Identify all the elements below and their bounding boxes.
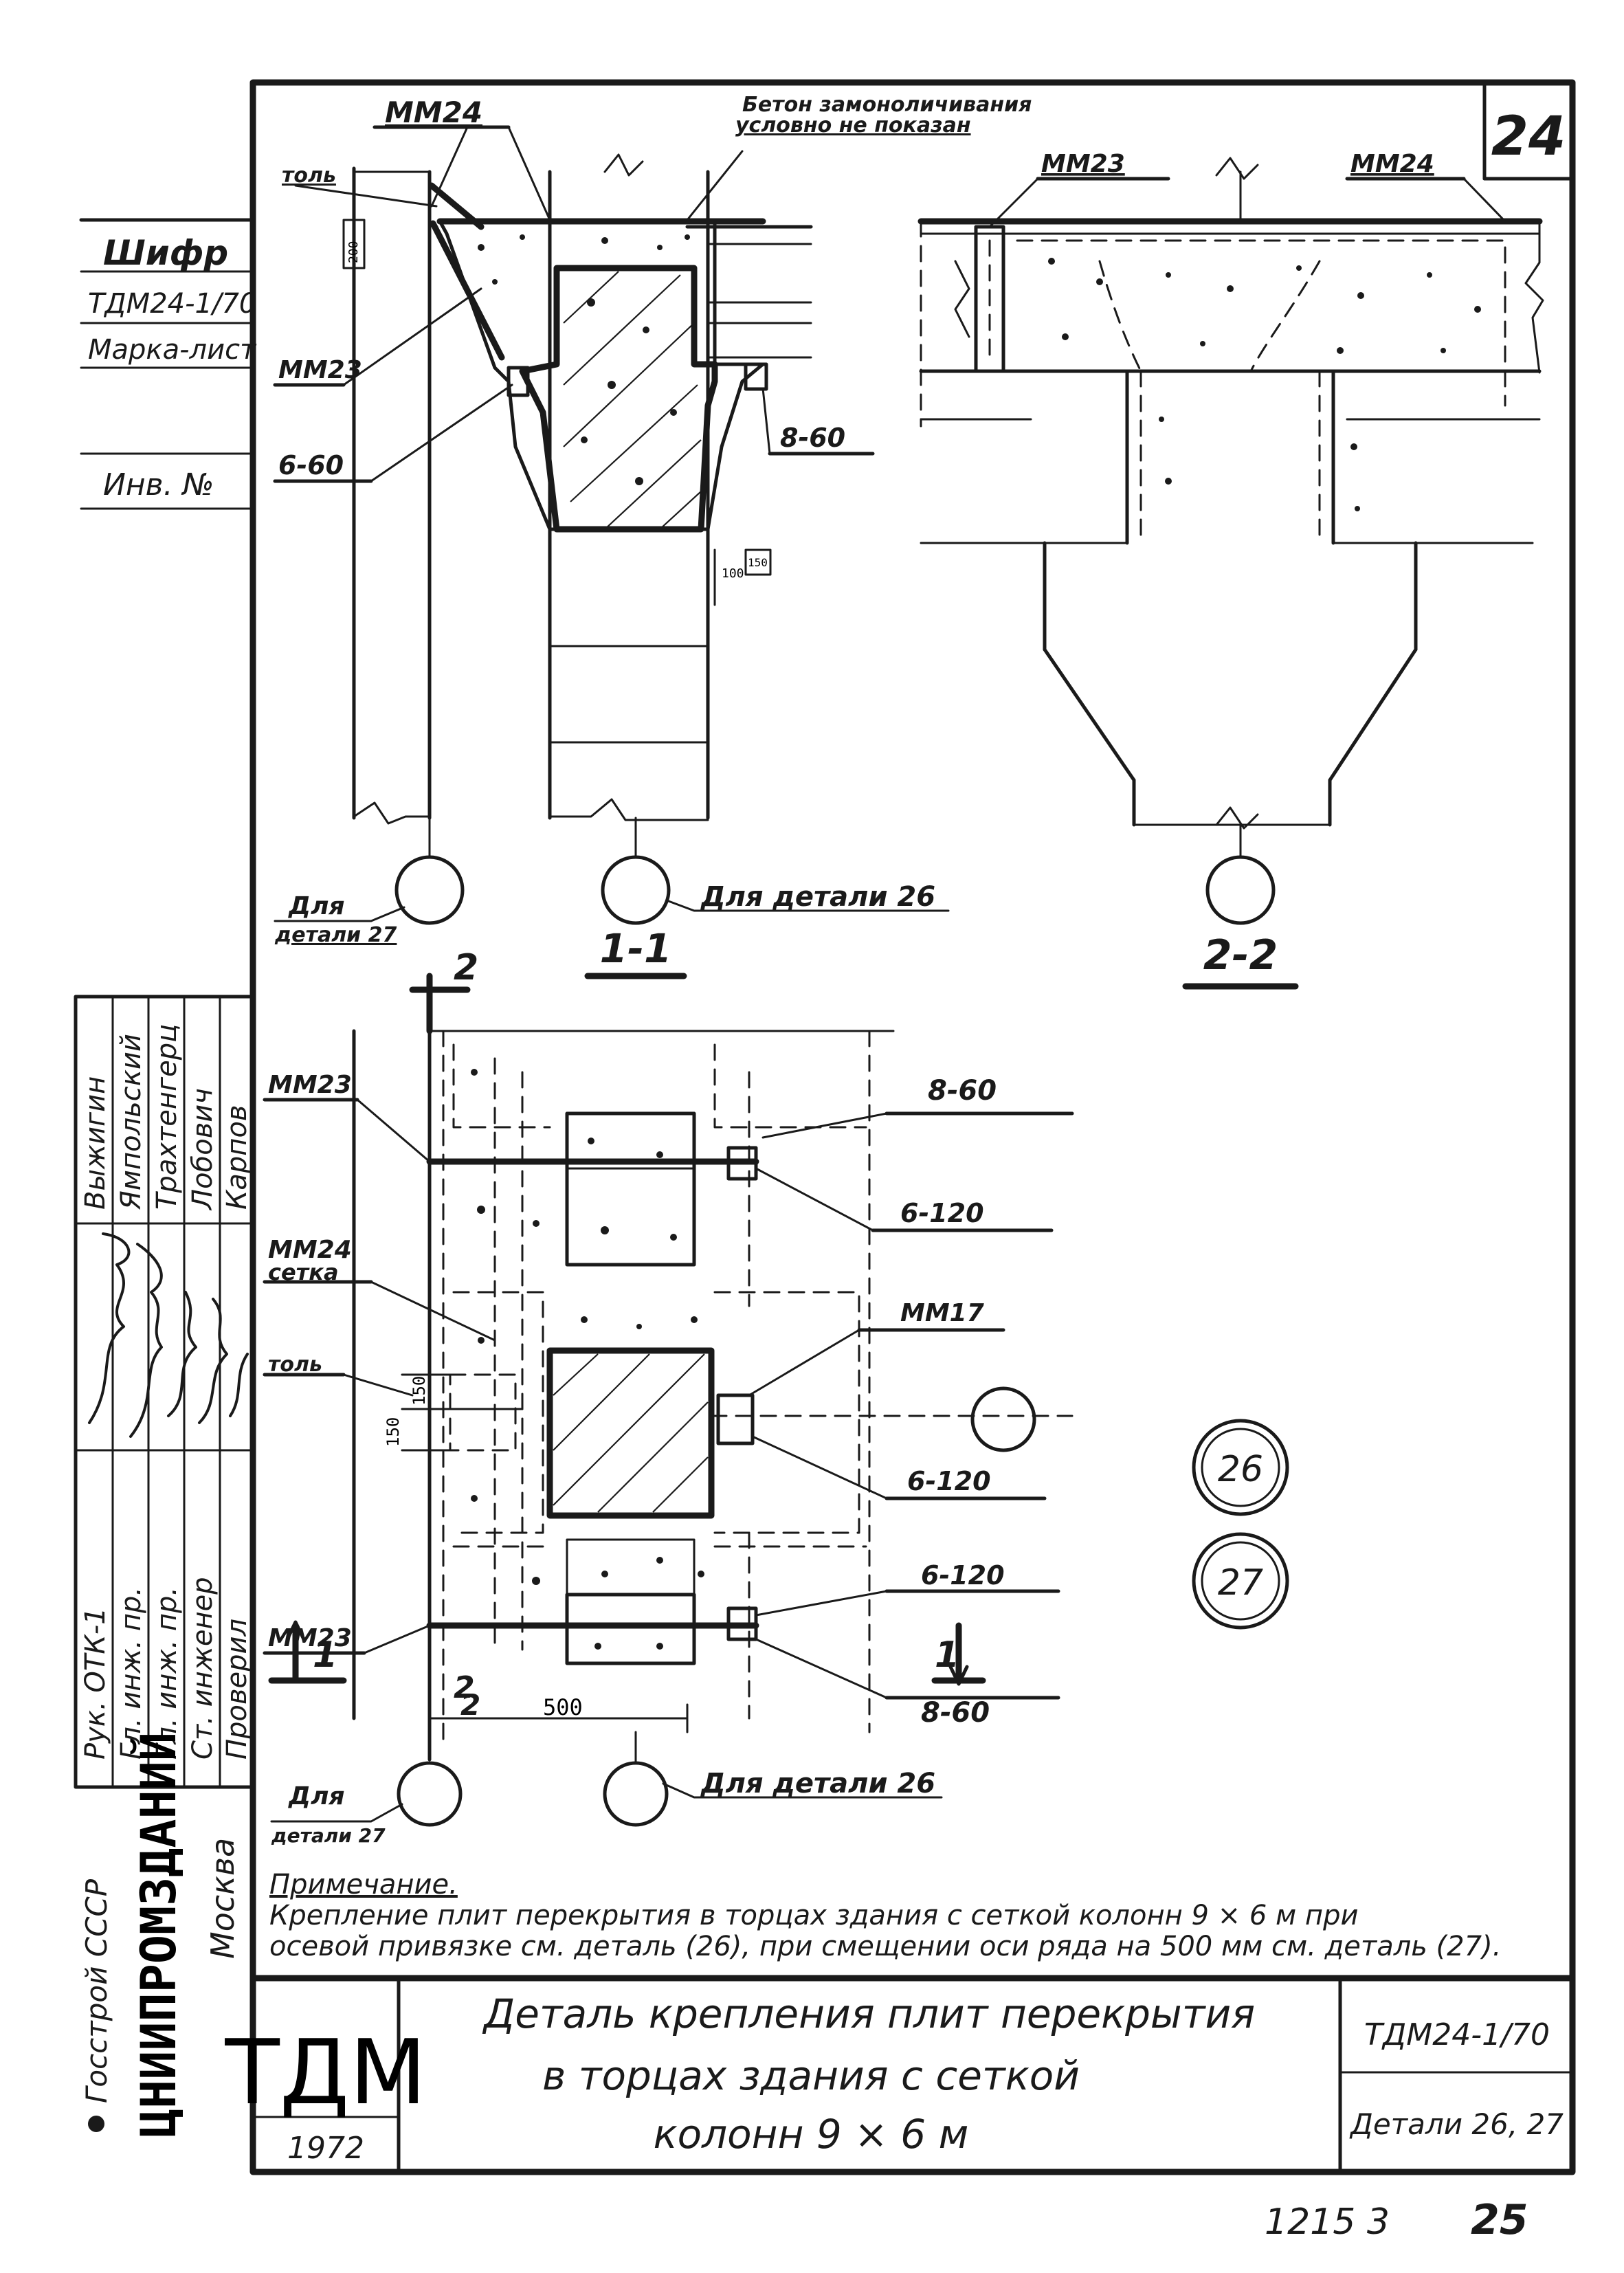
sig-name-3: Лобович — [187, 1088, 219, 1211]
label-mm24-setka-b: сетка — [268, 1259, 339, 1285]
sig-name-1: Ямпольский — [115, 1034, 147, 1210]
bullet-dot-icon — [88, 2116, 104, 2132]
sig-role-0: Рук. ОТК-1 — [80, 1607, 111, 1760]
title-block: ТДМ 1972 Деталь крепления плит перекрыти… — [224, 1975, 1576, 2174]
ref-circle-plan-right — [970, 1386, 1036, 1452]
detail-circle-27-outer — [1192, 1532, 1289, 1630]
concrete-note-1: Бетон замоноличивания — [742, 93, 1032, 117]
label-for-detail-27-b-bottom: детали 27 — [271, 1824, 386, 1847]
label-mm23-2-2: ММ23 — [1041, 150, 1125, 178]
year: 1972 — [287, 2131, 364, 2166]
label-mm24-setka-a: ММ24 — [268, 1236, 352, 1264]
org-line2: ЦНИИПРОМЗДАНИЙ — [131, 1732, 187, 2138]
dim-150a: 150 — [410, 1376, 429, 1406]
ref-circle-detail-26-top — [601, 855, 671, 925]
sheet-code: ТДМ24-1/70 — [1364, 2017, 1550, 2052]
note-line1: Крепление плит перекрытия в торцах здани… — [269, 1900, 1358, 1931]
shifr-label: Шифр — [103, 233, 228, 273]
sheet-number: 24 — [1491, 106, 1566, 168]
page-number: 25 — [1471, 2196, 1528, 2244]
dim-150b: 150 — [383, 1417, 403, 1447]
org-line1: Госстрой СССР — [80, 1878, 113, 2103]
dim-150c: 150 — [748, 556, 768, 569]
detail-27-label: 27 — [1218, 1562, 1263, 1604]
sig-role-4: Проверил — [221, 1619, 253, 1760]
label-6-120-a: 6-120 — [900, 1198, 984, 1228]
label-tol-plan: толь — [268, 1353, 322, 1377]
cut-mark-1-right: 1 — [935, 1634, 959, 1676]
label-mm24-2-2: ММ24 — [1350, 150, 1434, 178]
label-6-120-c: 6-120 — [921, 1560, 1005, 1590]
section-title-2-2: 2-2 — [1203, 931, 1278, 979]
central-column-box — [546, 1347, 715, 1519]
signature-block: Рук. ОТК-1 Гл. инж. пр. Гл. инж. пр. Ст.… — [74, 995, 255, 1789]
label-for-detail-26-top: Для детали 26 — [700, 881, 935, 913]
label-for-detail-27-b-top: детали 27 — [274, 923, 397, 947]
sig-role-2: Гл. инж. пр. — [151, 1587, 183, 1760]
city: Москва — [204, 1838, 241, 1959]
dim-200: 200 — [346, 241, 361, 263]
detail-circle-26-outer — [1192, 1419, 1289, 1516]
ref-circle-detail-27-top — [394, 855, 465, 925]
title-line3: колонн 9 × 6 м — [654, 2111, 969, 2158]
label-mm23-plan-bottom: ММ23 — [268, 1624, 352, 1652]
label-8-60-top: 8-60 — [780, 423, 845, 453]
shifr-value: ТДМ24-1/70 — [88, 288, 256, 320]
ref-circle-2-2 — [1205, 855, 1276, 925]
note-block: Примечание. Крепление плит перекрытия в … — [269, 1869, 1501, 1962]
label-6-60: 6-60 — [278, 450, 344, 480]
dim-100: 100 — [722, 566, 744, 581]
label-8-60-plan-bottom: 8-60 — [921, 1697, 990, 1729]
sig-name-0: Выжигин — [80, 1076, 111, 1210]
left-stamp-column: Шифр ТДМ24-1/70 Марка-лист Инв. № — [79, 218, 257, 510]
mark-tdm: ТДМ — [224, 2020, 426, 2125]
label-mm23-left: ММ23 — [278, 356, 362, 384]
label-mm24-top: ММ24 — [385, 96, 482, 129]
detail-circle-27-inner — [1201, 1541, 1280, 1621]
label-mm23-plan-top: ММ23 — [268, 1071, 352, 1099]
plan-view: 2 1 1 — [263, 947, 1289, 1847]
sheet-details: Детали 26, 27 — [1349, 2107, 1564, 2141]
sig-role-3: Ст. инженер — [187, 1577, 219, 1760]
label-mm17: ММ17 — [900, 1299, 984, 1327]
detail-circle-26-inner — [1201, 1428, 1280, 1507]
section-1-1: 200 100 150 ММ24 Бетон замоноличивания у… — [273, 93, 1032, 979]
dim-500: 500 — [543, 1694, 583, 1720]
concrete-note-2: условно не показан — [735, 113, 971, 137]
sig-role-1: Гл. инж. пр. — [115, 1587, 147, 1760]
section-2-2: ММ23 ММ24 2-2 — [917, 150, 1544, 990]
section-title-1-1: 1-1 — [600, 925, 672, 972]
detail-26-label: 26 — [1218, 1449, 1263, 1490]
title-line2: в торцах здания с сеткой — [542, 2052, 1080, 2099]
cut-mark-2-top: 2 — [454, 947, 478, 988]
cut-mark-1-left: 1 — [313, 1634, 337, 1676]
dim-2: 2 — [460, 1688, 480, 1722]
note-line2: осевой привязке см. деталь (26), при сме… — [269, 1931, 1501, 1962]
label-6-120-b: 6-120 — [907, 1466, 991, 1496]
label-tol-top: толь — [282, 164, 336, 188]
sig-name-4: Карпов — [221, 1105, 253, 1210]
inv-label: Инв. № — [103, 467, 214, 502]
ref-circle-detail-26-bottom — [603, 1761, 669, 1827]
mark-label: Марка-лист — [88, 334, 257, 366]
stamp-number: 1215 3 — [1265, 2202, 1390, 2243]
cut-mark-2-bottom: 2 — [454, 1670, 475, 1705]
handwritten-signatures — [88, 1232, 249, 1438]
title-line1: Деталь крепления плит перекрытия — [482, 1991, 1255, 2037]
label-for-detail-27-a-top: Для — [288, 892, 345, 920]
ref-circle-detail-27-bottom — [397, 1761, 463, 1827]
label-8-60-plan-top: 8-60 — [928, 1075, 997, 1107]
note-heading: Примечание. — [269, 1869, 458, 1900]
sig-name-2: Трахтенгерц — [151, 1024, 183, 1210]
organization-strip: Госстрой СССР ЦНИИПРОМЗДАНИЙ Москва — [80, 1732, 255, 2174]
label-for-detail-27-a-bottom: Для — [288, 1782, 345, 1810]
sheet-frame — [249, 79, 1576, 2175]
label-for-detail-26-bottom: Для детали 26 — [700, 1768, 935, 1799]
